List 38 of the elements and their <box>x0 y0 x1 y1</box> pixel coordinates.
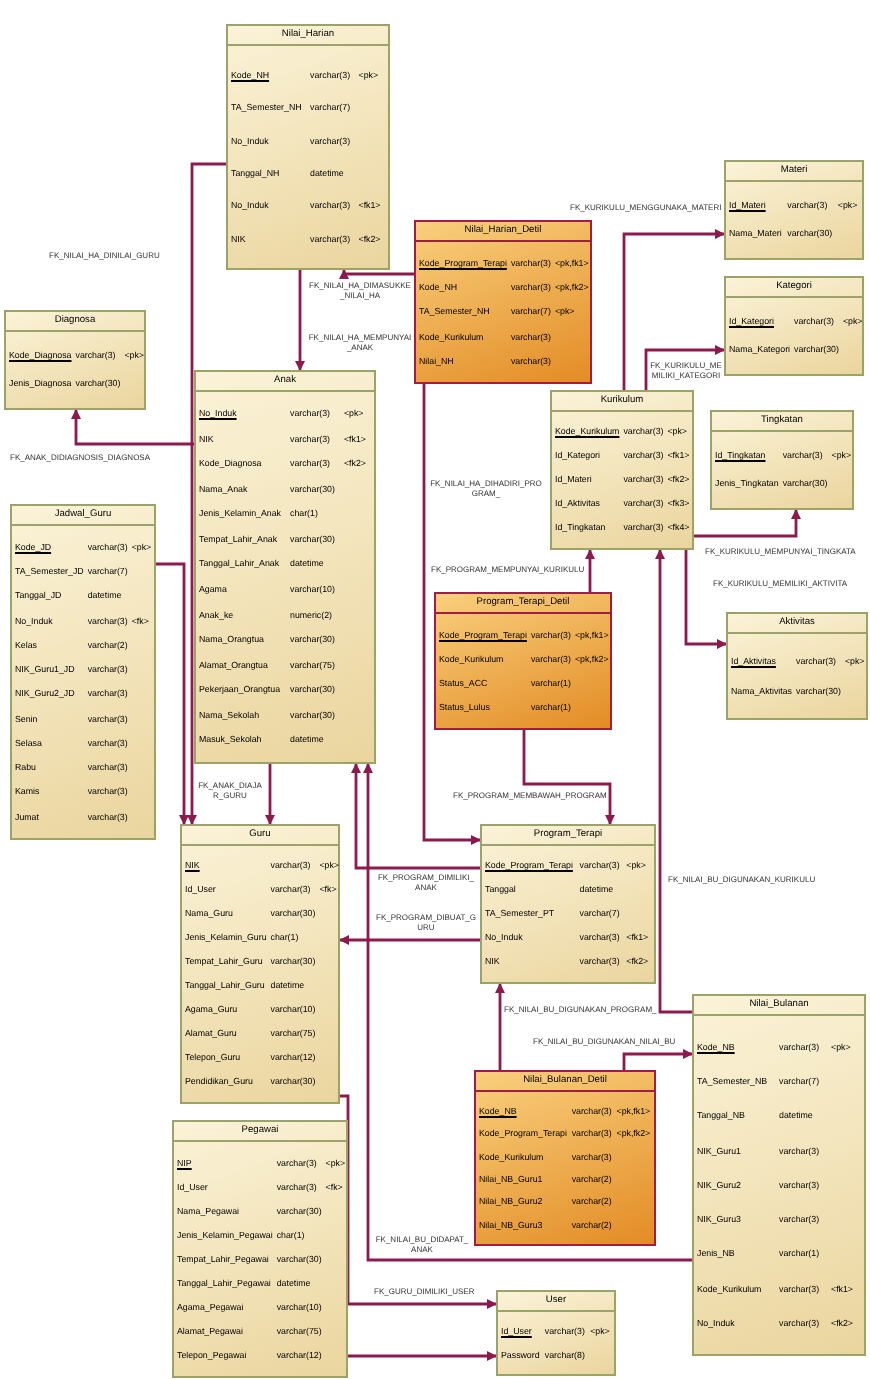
entity-table <box>180 824 340 1104</box>
entity-table <box>226 24 390 270</box>
entity-table <box>434 592 612 730</box>
entity-table <box>10 504 156 840</box>
relationship-connector <box>655 549 692 1014</box>
entity-table <box>4 310 146 410</box>
entity-table <box>496 1290 616 1376</box>
relationship-connector <box>71 409 194 446</box>
relationship-connector <box>339 935 480 945</box>
relationship-connector <box>522 730 615 825</box>
entity-table <box>474 1070 656 1246</box>
entity-table <box>480 824 656 984</box>
relationship-connector <box>495 983 505 1070</box>
entity-table <box>726 612 868 720</box>
relationship-connector <box>694 509 801 538</box>
relationship-connector <box>156 562 189 825</box>
entity-table <box>172 1120 348 1378</box>
entity-table <box>414 220 592 384</box>
relationship-connector <box>339 269 414 279</box>
entity-table <box>550 390 694 550</box>
relationship-connector <box>363 763 692 1262</box>
relationship-connector <box>422 384 481 845</box>
relationship-connector <box>585 549 595 592</box>
relationship-connector <box>187 162 226 825</box>
relationship-connector <box>644 345 725 390</box>
relationship-connector <box>265 764 275 825</box>
relationship-connector <box>622 1049 693 1070</box>
relationship-connector <box>684 550 727 649</box>
entity-table <box>710 410 854 510</box>
relationship-connector <box>295 270 305 371</box>
relationship-connector <box>340 1094 497 1309</box>
relationship-connector <box>622 229 725 390</box>
relationship-connector <box>351 763 480 870</box>
entity-table <box>724 276 864 376</box>
relationship-connector <box>348 1351 497 1361</box>
entity-table <box>692 994 866 1356</box>
entity-table <box>724 160 864 260</box>
entity-table <box>194 370 376 764</box>
